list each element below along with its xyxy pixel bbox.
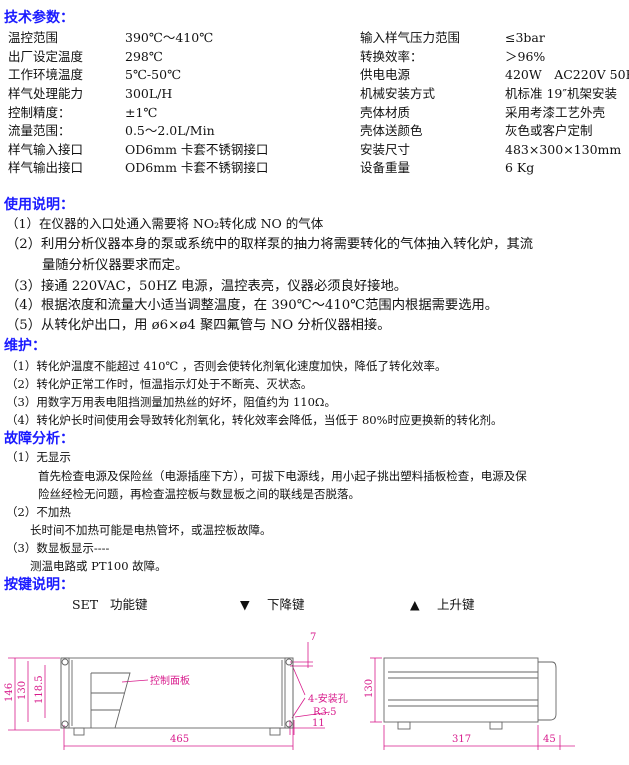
spec-label: 供电电源 [360,67,411,82]
maint-item: （1）转化炉温度不能超过 410℃ ，否则会使转化剂氧化速度加快，降低了转化效率… [6,359,447,373]
spec-label: 安装尺寸 [360,142,411,157]
spec-label: 机械安装方式 [360,86,436,101]
spec-value: OD6mm 卡套不锈钢接口 [125,142,269,157]
spec-value: 6 Kg [505,160,535,175]
maint-item: （3）用数字万用表电阻挡测量加热丝的好坏，阻值约为 110Ω。 [6,395,336,409]
spec-value: 5℃-50℃ [125,67,182,82]
usage-item: （3）接通 220VAC，50HZ 电源，温控表亮，仪器必须良好接地。 [6,279,408,294]
fault-item: （2）不加热 [6,505,71,519]
side-dim-130: 130 [364,679,375,698]
spec-value: ≤3bar [505,30,545,45]
dim-146: 146 [4,683,15,702]
dim-118-5: 118.5 [34,675,45,704]
fault-item: （1）无显示 [6,450,71,464]
fault-item: （3）数显板显示---- [6,541,110,555]
spec-label: 温控范围 [8,30,59,45]
spec-value: ±1℃ [125,105,158,120]
usage-item: （1）在仪器的入口处通入需要将 NO₂转化成 NO 的气体 [6,216,324,231]
front-view [60,657,294,736]
down-key-icon: ▼ [240,597,250,612]
maint-item: （4）转化炉长时间使用会导致转化剂氧化，转化效率会降低，当低于 80%时应更换新… [6,413,503,427]
spec-label: 壳体送颜色 [360,123,423,138]
spec-value: 390℃～410℃ [125,30,214,45]
dim-317: 317 [452,734,471,745]
spec-label: 工作环境温度 [8,67,84,82]
dimension-drawing: 控制面板 4-安装孔 R3.5 7 11 146 130 118.5 465 1… [4,632,575,750]
down-key-label: 下降键 [267,597,305,612]
spec-value: 0.5～2.0L/Min [125,123,215,138]
spec-label: 壳体材质 [360,105,411,120]
dim-7: 7 [310,632,316,643]
spec-value: 483×300×130mm [505,142,622,157]
keys-heading: 按键说明： [4,577,74,593]
spec-label: 控制精度： [8,105,71,120]
spec-value: 机标准 19″机架安装 [505,86,618,101]
dim-465: 465 [170,734,189,745]
spec-value: ＞96% [505,49,546,64]
maint-heading: 维护： [4,338,46,354]
spec-label: 流量范围： [8,123,71,138]
spec-label: 转换效率： [360,49,423,64]
specs-heading: 技术参数： [4,10,74,26]
spec-label: 设备重量 [360,160,411,175]
dim-45: 45 [543,734,556,745]
radius-label: R3.5 [313,707,336,718]
set-key: SET [72,597,99,612]
fault-item: 险丝经检无问题，再检查温控板与数显板之间的联线是否脱落。 [38,487,360,501]
fault-item: 首先检查电源及保险丝（电源插座下方），可拔下电源线，用小起子挑出塑料插板检查，电… [38,469,527,483]
side-view [383,657,557,730]
spec-value: 298℃ [125,49,163,64]
usage-item: （4）根据浓度和流量大小适当调整温度，在 390℃～410℃范围内根据需要选用。 [6,298,499,313]
set-key-label: 功能键 [110,597,148,612]
fault-item: 测温电路或 PT100 故障。 [30,559,167,573]
fault-item: 长时间不加热可能是电热管坏，或温控板故障。 [30,523,272,537]
spec-value: 灰色或客户定制 [505,123,593,138]
spec-label: 出厂设定温度 [8,49,84,64]
up-key-label: 上升键 [437,597,475,612]
fault-heading: 故障分析： [4,431,74,447]
spec-label: 样气输出接口 [8,160,84,175]
usage-item: 量随分析仪器要求而定。 [42,258,189,273]
spec-value: 300L/H [125,86,173,101]
spec-value: 采用考漆工艺外壳 [505,105,606,120]
panel-label: 控制面板 [150,674,190,687]
spec-label: 输入样气压力范围 [360,30,461,45]
maint-item: （2）转化炉正常工作时，恒温指示灯处于不断亮、灭状态。 [6,377,313,391]
dim-130: 130 [17,681,28,700]
holes-label: 4-安装孔 [308,692,348,705]
spec-value: OD6mm 卡套不锈钢接口 [125,160,269,175]
usage-item: （5）从转化炉出口，用 ø6×ø4 聚四氟管与 NO 分析仪器相接。 [6,318,391,333]
dim-11: 11 [312,718,325,729]
spec-label: 样气输入接口 [8,142,84,157]
spec-value: 420W AC220V 50Hz [505,67,629,82]
spec-label: 样气处理能力 [8,86,84,101]
usage-heading: 使用说明： [4,197,74,213]
usage-item: （2）利用分析仪器本身的泵或系统中的取样泵的抽力将需要转化的气体抽入转化炉，其流 [6,237,534,252]
up-key-icon: ▲ [410,597,420,612]
